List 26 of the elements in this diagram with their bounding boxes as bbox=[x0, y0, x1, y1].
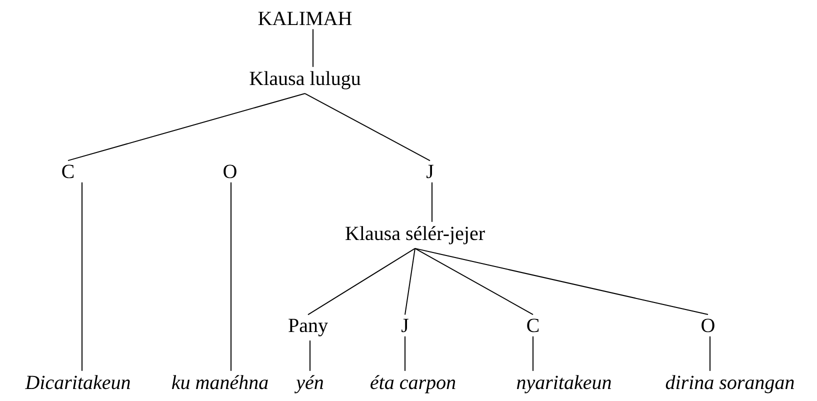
tree-branch bbox=[230, 182, 232, 372]
tree-branch bbox=[414, 248, 708, 316]
constituent-label: O bbox=[702, 318, 714, 332]
word-label: nyaritakeun bbox=[516, 375, 611, 394]
constituent-label: Pany bbox=[288, 318, 328, 336]
constituent-label: O bbox=[224, 164, 236, 178]
tree-branch bbox=[404, 248, 416, 316]
tree-branch bbox=[308, 248, 416, 316]
tree-branch bbox=[532, 336, 534, 372]
word-label: Dicaritakeun bbox=[25, 375, 130, 390]
word-label: dirina sorangan bbox=[666, 375, 794, 394]
constituent-label: KALIMAH bbox=[258, 12, 352, 25]
tree-branch bbox=[68, 93, 306, 162]
tree-branch bbox=[312, 28, 314, 68]
word-label: ku manéhna bbox=[172, 375, 268, 390]
constituent-label: J bbox=[426, 164, 434, 178]
tree-branch bbox=[304, 93, 430, 162]
tree-branch bbox=[414, 248, 534, 316]
constituent-label: Klausa lulugu bbox=[250, 71, 360, 90]
constituent-label: Klausa sélér-jejer bbox=[346, 226, 485, 244]
constituent-label: C bbox=[62, 164, 74, 178]
word-label: éta carpon bbox=[370, 375, 456, 394]
constituent-label: C bbox=[527, 318, 539, 332]
constituent-label: J bbox=[402, 318, 408, 332]
word-label: yén bbox=[294, 375, 324, 394]
tree-branch bbox=[404, 336, 406, 372]
